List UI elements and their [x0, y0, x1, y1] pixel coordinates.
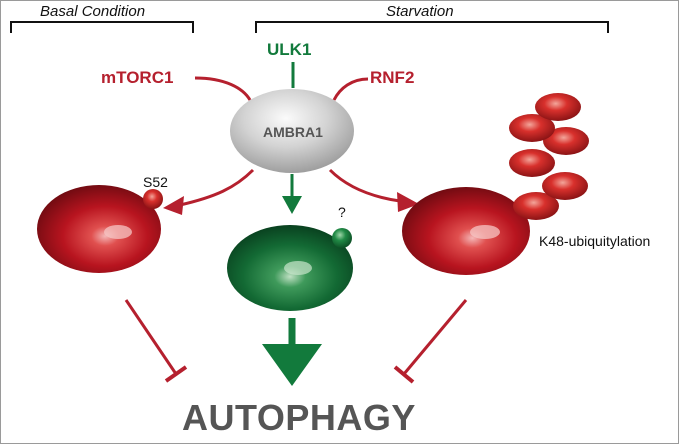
bracket-starvation: [255, 21, 609, 33]
ubiquitin-unit: [509, 149, 555, 177]
starvation-label: Starvation: [386, 3, 454, 20]
ubiquitin-chain: [509, 93, 589, 220]
ubiquitin-unit: [509, 114, 555, 142]
ambra1-label: AMBRA1: [263, 124, 323, 140]
basal-protein-highlight: [104, 225, 132, 239]
rnf2-label: RNF2: [370, 68, 415, 87]
basal-condition-label: Basal Condition: [40, 3, 146, 20]
ubiquitin-unit: [543, 127, 589, 155]
green-protein-highlight: [284, 261, 312, 275]
unknown-site-label: ?: [338, 204, 346, 220]
starvation-protein-highlight: [470, 225, 500, 239]
unknown-site-bead: [332, 228, 352, 248]
phospho-site-bead: [143, 189, 163, 209]
ulk1-label: ULK1: [267, 40, 312, 59]
ubiquitylation-label: K48-ubiquitylation: [539, 233, 651, 249]
arrow-to-green-protein-head: [282, 196, 302, 214]
inhibition-starvation: [393, 299, 468, 384]
ubiquitin-unit: [535, 93, 581, 121]
inhibition-basal: [124, 299, 188, 383]
arrow-to-basal-protein: [179, 168, 255, 207]
arrow-to-starvation-protein-head: [397, 192, 419, 212]
starvation-protein: [402, 187, 530, 275]
mtorc1-connector: [194, 76, 252, 101]
arrow-to-basal-protein-head: [163, 196, 184, 215]
autophagy-label: AUTOPHAGY: [182, 397, 416, 438]
arrow-to-starvation-protein: [328, 168, 401, 203]
mtorc1-label: mTORC1: [101, 68, 174, 87]
bracket-basal: [10, 21, 194, 33]
ubiquitin-unit: [513, 192, 559, 220]
phospho-site-label: S52: [143, 174, 168, 190]
basal-protein: [37, 185, 161, 273]
autophagy-arrow-head: [262, 344, 322, 386]
ubiquitin-unit: [542, 172, 588, 200]
ambra1-node: [230, 89, 354, 173]
rnf2-connector: [332, 77, 369, 101]
